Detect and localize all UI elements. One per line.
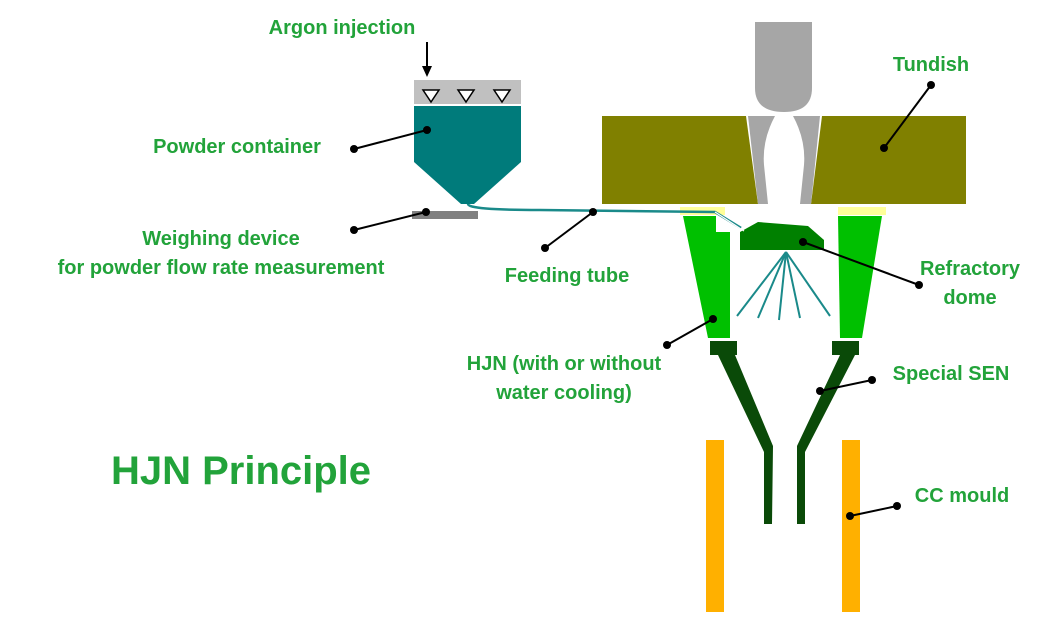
container-valve-3 xyxy=(492,89,512,104)
cc-mould-left xyxy=(706,440,724,612)
feeding-tube-nozzle xyxy=(714,211,745,232)
feeding-tube xyxy=(466,203,742,230)
label-powder-container: Powder container xyxy=(153,136,321,158)
leader-lines xyxy=(350,81,935,520)
special-sen xyxy=(710,341,859,524)
sen-left-arm xyxy=(718,355,773,524)
tundish-nozzle-left xyxy=(748,116,775,204)
stopper-rod xyxy=(755,22,812,112)
label-argon-injection: Argon injection xyxy=(269,17,416,39)
label-feeding-tube: Feeding tube xyxy=(505,265,629,287)
hjn-body xyxy=(683,216,882,338)
tundish-right-block xyxy=(811,116,966,204)
container-valve-2 xyxy=(456,89,476,104)
label-hjn-line1: HJN (with or without xyxy=(467,353,662,375)
hjn-left-wall xyxy=(683,216,730,338)
argon-arrow xyxy=(422,42,432,77)
powder-container xyxy=(414,80,521,204)
seal-right xyxy=(838,207,886,215)
label-hjn-line2: water cooling) xyxy=(495,382,632,404)
label-tundish: Tundish xyxy=(893,54,969,76)
hjn-right-wall xyxy=(838,216,882,338)
weighing-device xyxy=(412,211,478,219)
label-cc-mould: CC mould xyxy=(915,485,1009,507)
tundish-left-block xyxy=(602,116,758,204)
sen-left-collar xyxy=(710,341,737,355)
cc-mould-right xyxy=(842,440,860,612)
label-weighing-line1: Weighing device xyxy=(142,228,299,250)
sen-right-collar xyxy=(832,341,859,355)
container-valve-1 xyxy=(421,89,441,104)
label-weighing-line2: for powder flow rate measurement xyxy=(58,257,385,279)
label-refractory-line1: Refractory xyxy=(920,258,1021,280)
tundish xyxy=(602,116,966,206)
powder-spray xyxy=(736,251,831,321)
label-refractory-line2: dome xyxy=(943,287,996,309)
container-body xyxy=(414,106,521,204)
diagram-title: HJN Principle xyxy=(111,449,371,493)
label-special-sen: Special SEN xyxy=(893,363,1010,385)
tundish-nozzle-right xyxy=(793,116,820,204)
